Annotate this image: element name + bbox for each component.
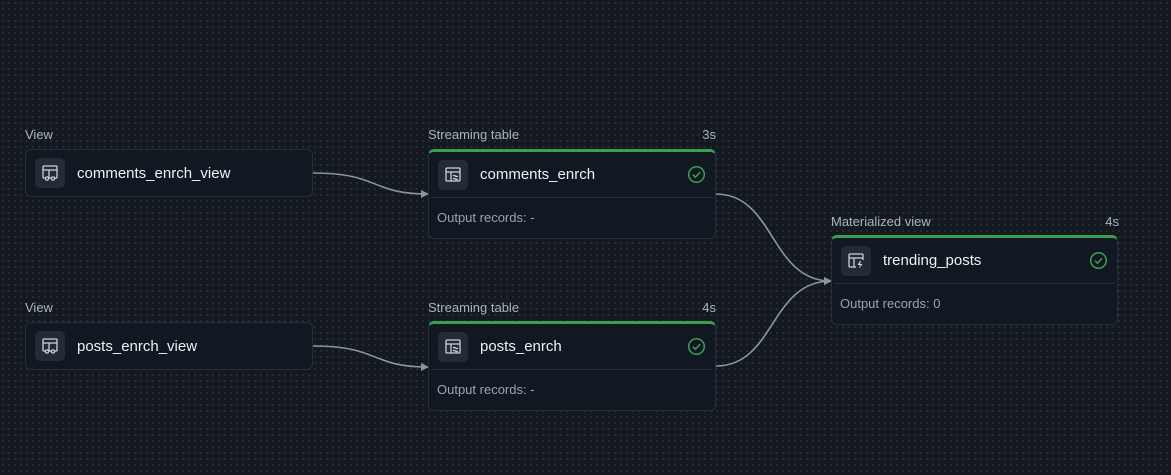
node-caption-comments-enrch-view: View [25,127,312,142]
node-name: comments_enrch_view [77,164,231,182]
node-divider [431,197,713,198]
edge-comments-view-to-comments-enrch [312,172,429,198]
output-records-label: Output records: [840,295,930,311]
node-duration: 4s [1105,214,1119,229]
node-name: trending_posts [883,252,982,269]
node-type-label: Materialized view [831,214,931,229]
streaming-table-icon [438,331,468,362]
node-caption-trending-posts: Materialized view 4s [831,214,1119,229]
output-records-label: Output records: [437,209,527,225]
node-type-label: View [25,300,53,315]
node-type-label: View [25,127,53,142]
node-comments-enrch[interactable]: comments_enrch Output records: - [428,149,716,239]
output-records-value: 0 [933,295,941,311]
node-trending-posts[interactable]: trending_posts Output records: 0 [831,235,1118,325]
node-posts-enrch[interactable]: posts_enrch Output records: - [428,321,716,411]
node-posts-enrch-view[interactable]: posts_enrch_view [25,322,313,370]
materialized-view-icon [841,245,871,276]
node-header: comments_enrch_view [26,150,312,196]
node-header: posts_enrch [429,324,715,369]
success-check-icon [686,337,706,357]
output-records-label: Output records: [437,381,527,397]
node-type-label: Streaming table [428,127,520,142]
success-check-icon [1088,251,1108,271]
node-duration: 4s [702,300,716,315]
output-records-value: - [530,209,535,225]
node-caption-posts-enrch-view: View [25,300,312,315]
node-header: comments_enrch [429,152,715,197]
output-records: Output records: - [429,198,715,236]
edge-posts-view-to-posts-enrch [312,345,429,371]
node-header: posts_enrch_view [26,323,312,369]
node-caption-posts-enrch: Streaming table 4s [428,300,716,315]
output-records-value: - [530,381,535,397]
node-divider [834,283,1115,284]
node-type-label: Streaming table [428,300,520,315]
node-name: posts_enrch [480,338,562,355]
view-icon [35,158,65,188]
output-records: Output records: - [429,370,715,408]
edge-posts-enrch-to-trending-posts [715,277,832,367]
node-name: comments_enrch [480,166,596,183]
node-header: trending_posts [832,238,1117,283]
view-icon [35,331,65,361]
node-comments-enrch-view[interactable]: comments_enrch_view [25,149,313,197]
node-divider [431,369,713,370]
output-records: Output records: 0 [832,284,1117,322]
edge-comments-enrch-to-trending-posts [715,193,832,285]
success-check-icon [686,165,706,185]
node-duration: 3s [702,127,716,142]
node-caption-comments-enrch: Streaming table 3s [428,127,716,142]
node-name: posts_enrch_view [77,337,198,355]
streaming-table-icon [438,159,468,190]
